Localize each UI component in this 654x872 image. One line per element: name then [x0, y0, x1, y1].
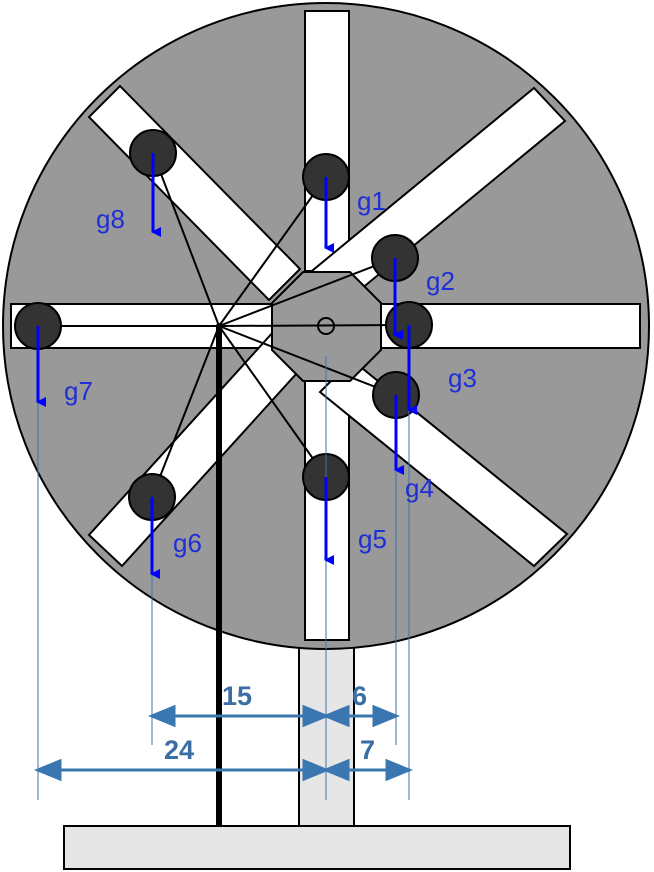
label-g5: g5	[358, 524, 387, 554]
dimension-24: 24	[164, 735, 194, 765]
weight-labels: g1 g2 g3 g4 g5 g6 g7 g8	[64, 186, 477, 558]
label-g2: g2	[426, 266, 455, 296]
dimension-15: 15	[222, 681, 252, 711]
label-g3: g3	[448, 363, 477, 393]
force-arrows	[36, 153, 417, 579]
dimension-lines	[34, 704, 413, 782]
stand-base	[63, 825, 571, 870]
projection-lines	[37, 355, 410, 800]
dimension-7: 7	[360, 735, 375, 765]
hub-octagon	[271, 271, 382, 382]
label-g7: g7	[64, 376, 93, 406]
label-g4: g4	[405, 473, 434, 503]
dimension-6: 6	[352, 681, 367, 711]
label-g1: g1	[357, 186, 386, 216]
label-g8: g8	[96, 204, 125, 234]
dimension-labels: 15 6 24 7	[164, 681, 375, 765]
label-g6: g6	[173, 528, 202, 558]
connecting-rods	[38, 152, 410, 498]
